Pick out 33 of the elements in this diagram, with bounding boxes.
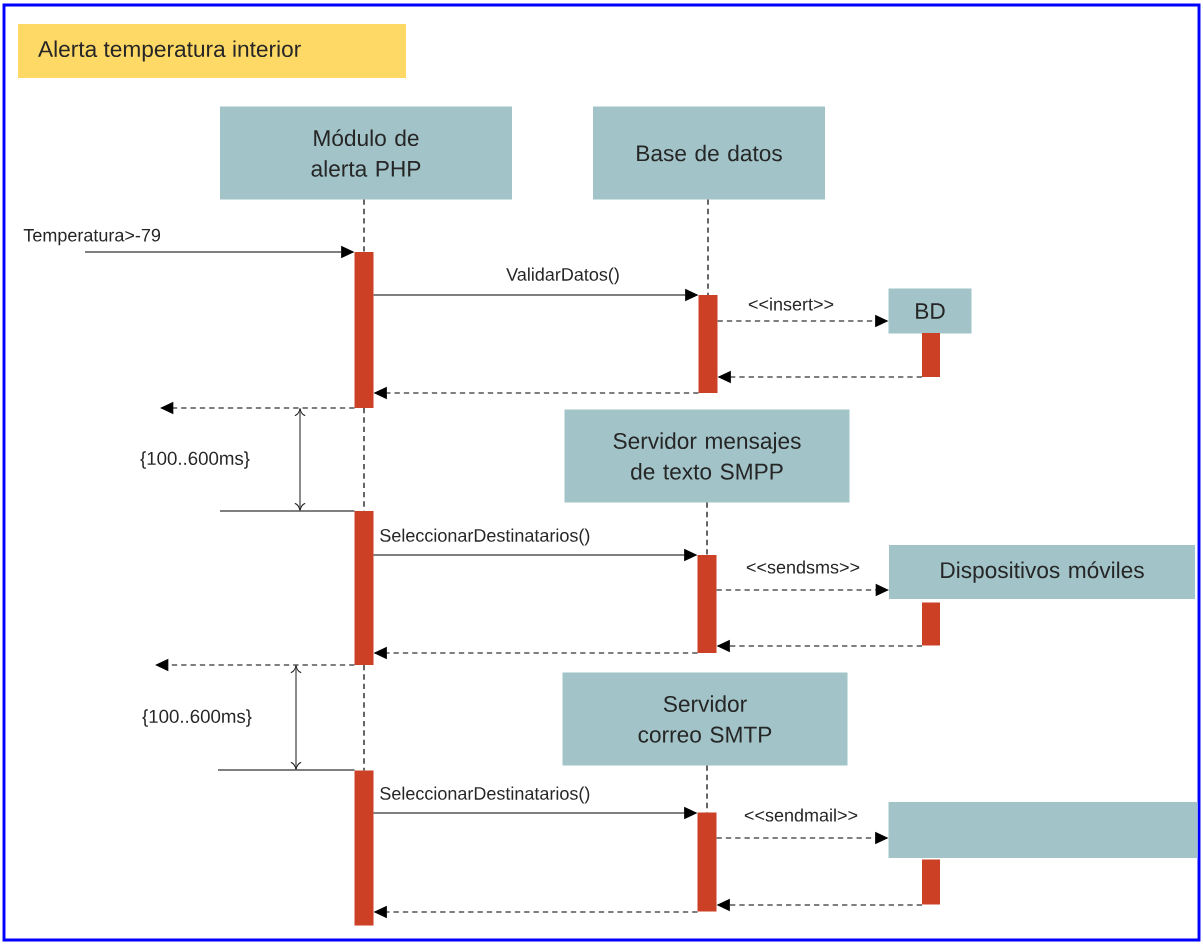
lifeline — [363, 407, 365, 512]
edge-label: <<sendsms>> — [744, 559, 862, 575]
lifeline-box: Servidor correo SMTP — [562, 672, 848, 766]
activation-bar — [922, 859, 940, 905]
lifeline — [706, 501, 708, 556]
duration-label: {100..600ms} — [140, 451, 250, 469]
duration-label: {100..600ms} — [142, 709, 252, 727]
activation-bar — [922, 602, 940, 646]
lifeline-box: BD — [888, 288, 972, 334]
lifeline-box: Módulo de alerta PHP — [220, 106, 512, 200]
edge-label: <<insert>> — [746, 296, 836, 312]
edge-label: Temperatura>-79 — [22, 227, 163, 247]
lifeline — [706, 764, 708, 814]
activation-bar — [697, 812, 717, 912]
edge-label: ValidarDatos() — [504, 266, 622, 286]
activation-bar — [354, 770, 374, 926]
lifeline-box: Dispositivos móviles — [889, 545, 1195, 599]
lifeline-box: Base de datos — [593, 106, 825, 200]
lifeline — [363, 198, 365, 253]
activation-bar — [697, 555, 717, 653]
message-line — [217, 769, 356, 771]
activation-bar — [354, 252, 374, 408]
lifeline-box: Servidor mensajes de texto SMPP — [564, 409, 850, 503]
lifeline-box — [888, 802, 1198, 858]
edge-label: <<sendmail>> — [742, 807, 860, 823]
edge-label: SeleccionarDestinatarios() — [378, 785, 592, 805]
message-line — [219, 510, 356, 512]
activation-bar — [698, 295, 718, 393]
lifeline — [707, 198, 709, 296]
edge-label: SeleccionarDestinatarios() — [378, 527, 592, 547]
activation-bar — [354, 511, 374, 665]
activation-bar — [922, 333, 940, 377]
title-box: Alerta temperatura interior — [18, 24, 406, 78]
